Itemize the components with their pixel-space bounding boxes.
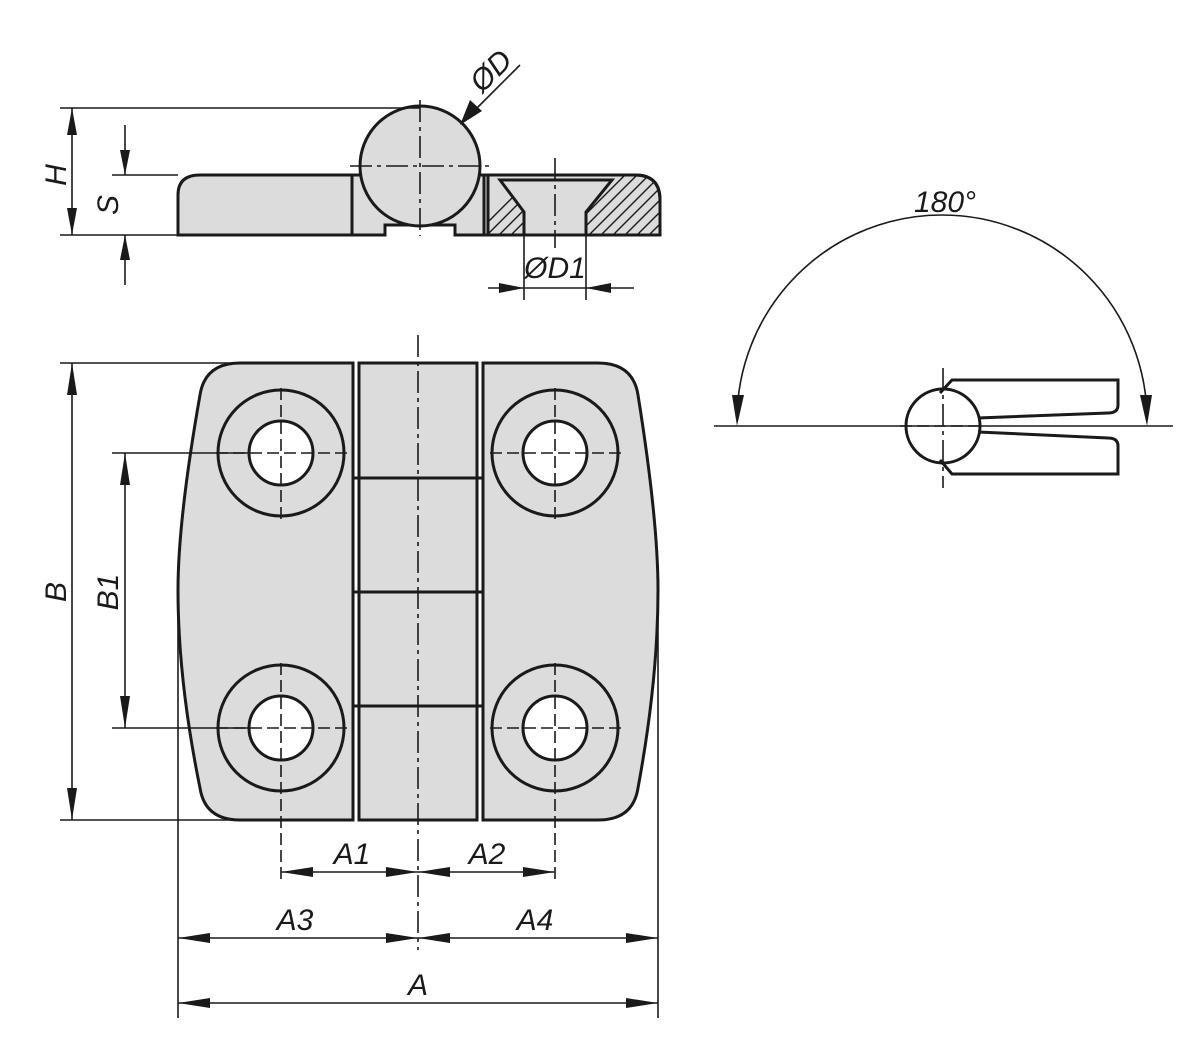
rotation-upper-leaf [938, 378, 1120, 420]
dim-label-B1: B1 [92, 574, 125, 611]
dim-label-B: B [40, 582, 73, 602]
side-left-plate [176, 173, 364, 237]
mounting-hole [490, 388, 622, 520]
section-hatch-left [488, 175, 524, 235]
dim-label-S: S [92, 195, 125, 215]
dim-label-A2: A2 [467, 838, 506, 871]
dim-label-A3: A3 [275, 904, 314, 937]
dim-label-A4: A4 [515, 904, 554, 937]
dim-label-A: A [406, 969, 428, 1002]
rotation-view: 180° [714, 186, 1173, 488]
top-view: B B1 A1 A2 A3 A4 A [40, 335, 660, 1018]
dim-label-D: ØD [463, 44, 519, 100]
dim-label-D1: ØD1 [523, 252, 586, 285]
rotation-lower-leaf [938, 430, 1120, 476]
angle-label: 180° [914, 186, 976, 219]
dim-label-A1: A1 [332, 838, 371, 871]
dim-label-H: H [40, 164, 73, 186]
side-view: H S ØD ØD1 [40, 44, 662, 300]
mounting-hole [490, 663, 622, 880]
rotation-arc [736, 214, 1148, 421]
